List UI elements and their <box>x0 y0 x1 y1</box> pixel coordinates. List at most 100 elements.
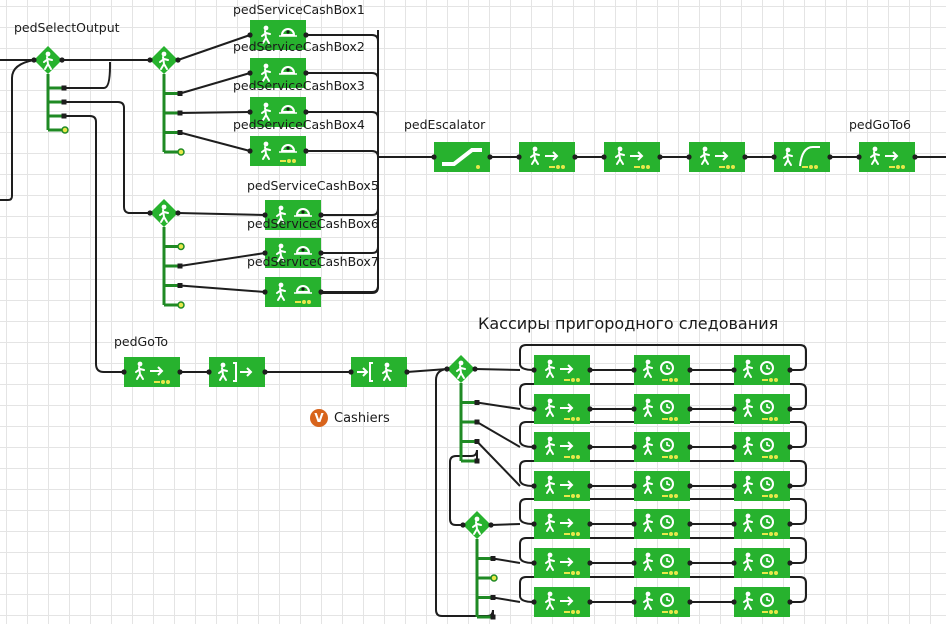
port[interactable] <box>247 32 253 38</box>
connector[interactable] <box>179 131 251 152</box>
cashier-row-6-goto-1[interactable] <box>534 548 590 578</box>
port[interactable] <box>262 212 268 218</box>
port[interactable] <box>587 367 593 373</box>
connector[interactable] <box>321 208 379 216</box>
unused-port[interactable] <box>490 574 498 582</box>
port[interactable] <box>587 560 593 566</box>
select-output-pedSelectOutput[interactable] <box>34 46 62 74</box>
block-pedServiceCashBox7[interactable] <box>265 277 321 307</box>
port[interactable] <box>531 599 537 605</box>
port[interactable] <box>631 444 637 450</box>
port[interactable] <box>787 367 793 373</box>
port[interactable] <box>787 521 793 527</box>
port[interactable] <box>687 599 693 605</box>
port[interactable] <box>531 521 537 527</box>
block-pedServiceCashBox3[interactable] <box>250 97 306 127</box>
branch-port[interactable] <box>474 400 480 405</box>
cashier-row-4-wait-3[interactable] <box>734 471 790 501</box>
branch-port[interactable] <box>61 113 67 119</box>
branch-port[interactable] <box>474 419 480 425</box>
block-chain-queue-exit-4[interactable] <box>774 142 830 172</box>
branch-port[interactable] <box>474 458 480 464</box>
cashier-row-7-wait-3[interactable] <box>734 587 790 617</box>
branch-port[interactable] <box>177 130 183 135</box>
port[interactable] <box>572 154 578 160</box>
select-output-cashiers-1[interactable] <box>447 355 475 383</box>
return-loop-wire[interactable] <box>519 383 807 410</box>
port[interactable] <box>787 483 793 489</box>
port[interactable] <box>147 210 153 216</box>
cashier-row-6-wait-2[interactable] <box>634 548 690 578</box>
port[interactable] <box>531 483 537 489</box>
port[interactable] <box>303 32 309 38</box>
unused-port[interactable] <box>177 242 185 251</box>
port[interactable] <box>687 483 693 489</box>
port[interactable] <box>787 560 793 566</box>
port[interactable] <box>587 483 593 489</box>
connector[interactable] <box>490 523 521 526</box>
connector[interactable] <box>492 596 521 603</box>
cashier-row-6-wait-3[interactable] <box>734 548 790 578</box>
cashier-row-1-wait-3[interactable] <box>734 355 790 385</box>
port[interactable] <box>587 444 593 450</box>
block-pedServiceCashBox4[interactable] <box>250 136 306 166</box>
cashier-row-1-goto-1[interactable] <box>534 355 590 385</box>
block-pedServiceCashBox5[interactable] <box>265 200 321 230</box>
port[interactable] <box>787 406 793 412</box>
return-loop-wire[interactable] <box>519 460 807 487</box>
connector[interactable] <box>321 285 379 293</box>
port[interactable] <box>531 406 537 412</box>
return-loop-wire[interactable] <box>519 537 807 564</box>
unused-port[interactable] <box>177 148 185 156</box>
connector[interactable] <box>476 421 521 448</box>
branch-wire[interactable] <box>64 115 124 373</box>
port[interactable] <box>631 521 637 527</box>
port[interactable] <box>121 369 127 375</box>
connector[interactable] <box>321 246 379 254</box>
block-pedServiceCashBox2[interactable] <box>250 58 306 88</box>
port[interactable] <box>460 522 466 528</box>
branch-port[interactable] <box>177 91 183 96</box>
block-chain-pedGoTo6[interactable] <box>859 142 915 172</box>
port[interactable] <box>631 367 637 373</box>
connector[interactable] <box>179 111 251 114</box>
port[interactable] <box>531 444 537 450</box>
port[interactable] <box>771 154 777 160</box>
port[interactable] <box>587 521 593 527</box>
port[interactable] <box>487 154 493 160</box>
block-chain-pedEscalator[interactable] <box>434 142 490 172</box>
branch-port[interactable] <box>177 263 183 269</box>
cashier-row-2-wait-3[interactable] <box>734 394 790 424</box>
connector[interactable] <box>177 212 266 216</box>
port[interactable] <box>731 599 737 605</box>
port[interactable] <box>303 148 309 154</box>
port[interactable] <box>912 154 918 160</box>
block-chain-goto-3[interactable] <box>689 142 745 172</box>
port[interactable] <box>601 154 607 160</box>
port[interactable] <box>318 212 324 218</box>
connector[interactable] <box>177 34 251 61</box>
cashier-row-7-goto-1[interactable] <box>534 587 590 617</box>
port[interactable] <box>262 250 268 256</box>
block-enter-area[interactable] <box>351 357 407 387</box>
branch-wire[interactable] <box>64 62 111 89</box>
loop-wire[interactable] <box>435 368 494 617</box>
cashier-row-3-wait-3[interactable] <box>734 432 790 462</box>
branch-port[interactable] <box>490 614 496 620</box>
port[interactable] <box>631 560 637 566</box>
branch-port[interactable] <box>177 110 183 116</box>
port[interactable] <box>318 289 324 295</box>
select-output-lower[interactable] <box>150 199 178 227</box>
block-pedServiceCashBox1[interactable] <box>250 20 306 50</box>
port[interactable] <box>404 369 410 375</box>
connector[interactable] <box>474 368 521 371</box>
port[interactable] <box>787 444 793 450</box>
port[interactable] <box>731 367 737 373</box>
cashier-row-1-wait-2[interactable] <box>634 355 690 385</box>
port[interactable] <box>587 406 593 412</box>
connector[interactable] <box>476 440 521 487</box>
connector[interactable] <box>306 150 379 158</box>
port[interactable] <box>31 57 37 63</box>
port[interactable] <box>787 599 793 605</box>
connector[interactable] <box>476 401 521 410</box>
